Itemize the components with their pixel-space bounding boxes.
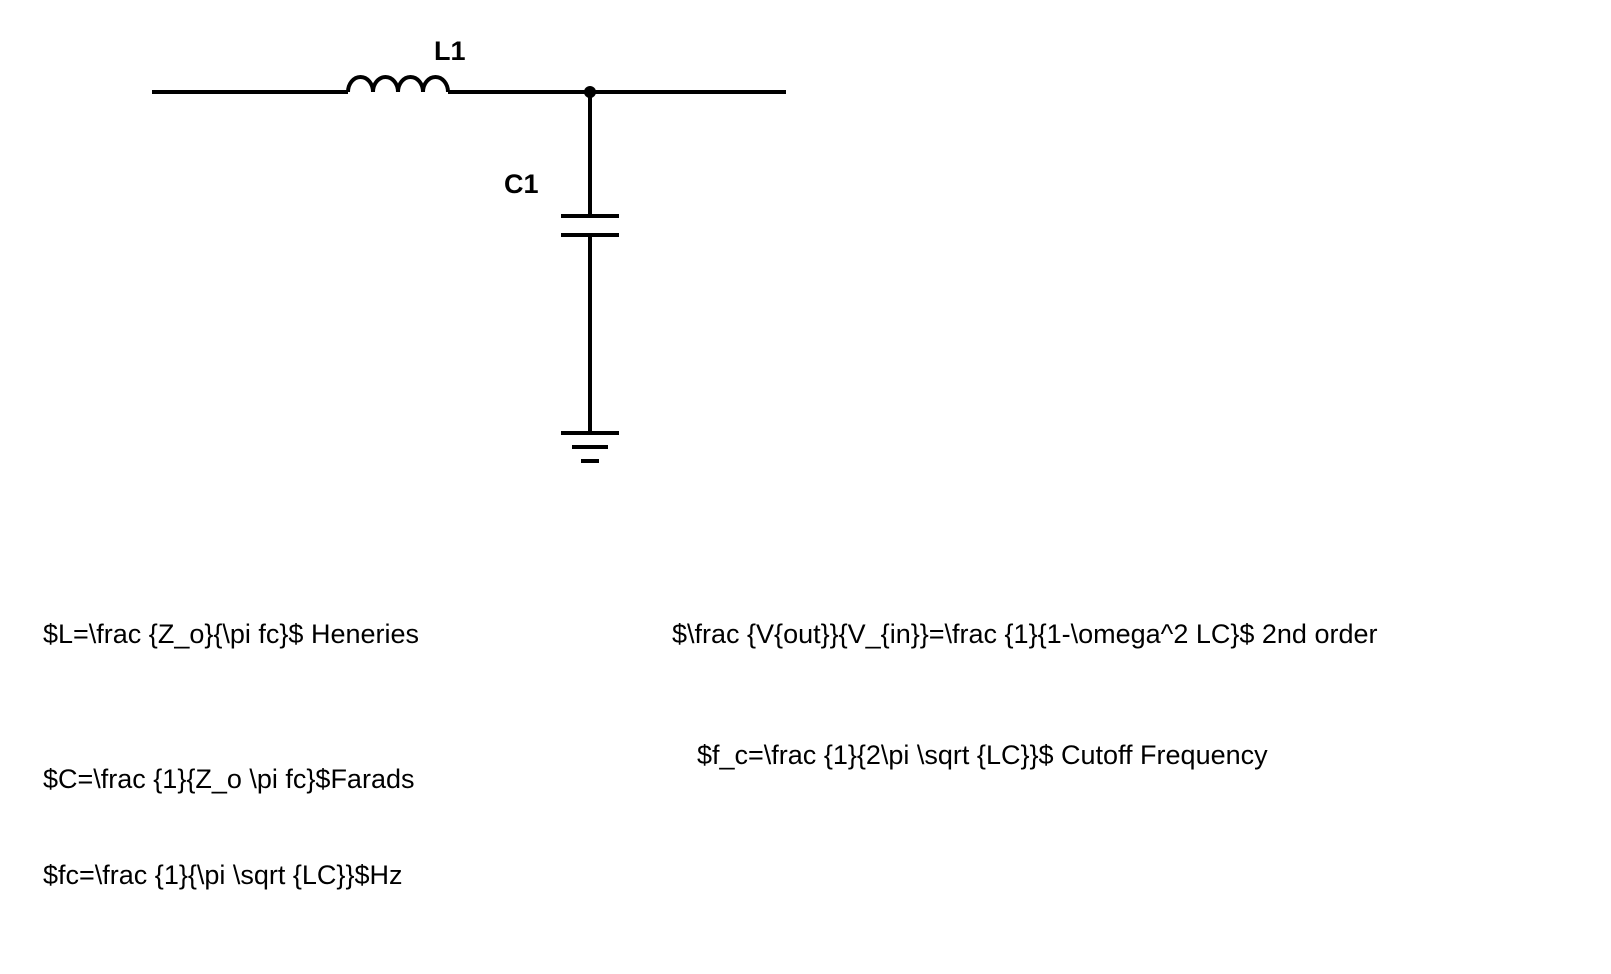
- cutoff-frequency-equation: $f_c=\frac {1}{2\pi \sqrt {LC}}$ Cutoff …: [697, 740, 1268, 770]
- inductance-equation: $L=\frac {Z_o}{\pi fc}$ Heneries: [43, 619, 419, 649]
- capacitor-label: C1: [504, 169, 539, 199]
- inductor-l1: [346, 75, 450, 93]
- lc-filter-schematic: L1 C1: [152, 36, 786, 463]
- frequency-equation: $fc=\frac {1}{\pi \sqrt {LC}}$Hz: [43, 860, 403, 890]
- transfer-function-equation: $\frac {V{out}}{V_{in}}=\frac {1}{1-\ome…: [672, 619, 1378, 649]
- junction-node: [584, 86, 596, 98]
- inductor-label: L1: [434, 36, 466, 66]
- capacitance-equation: $C=\frac {1}{Z_o \pi fc}$Farads: [43, 764, 415, 794]
